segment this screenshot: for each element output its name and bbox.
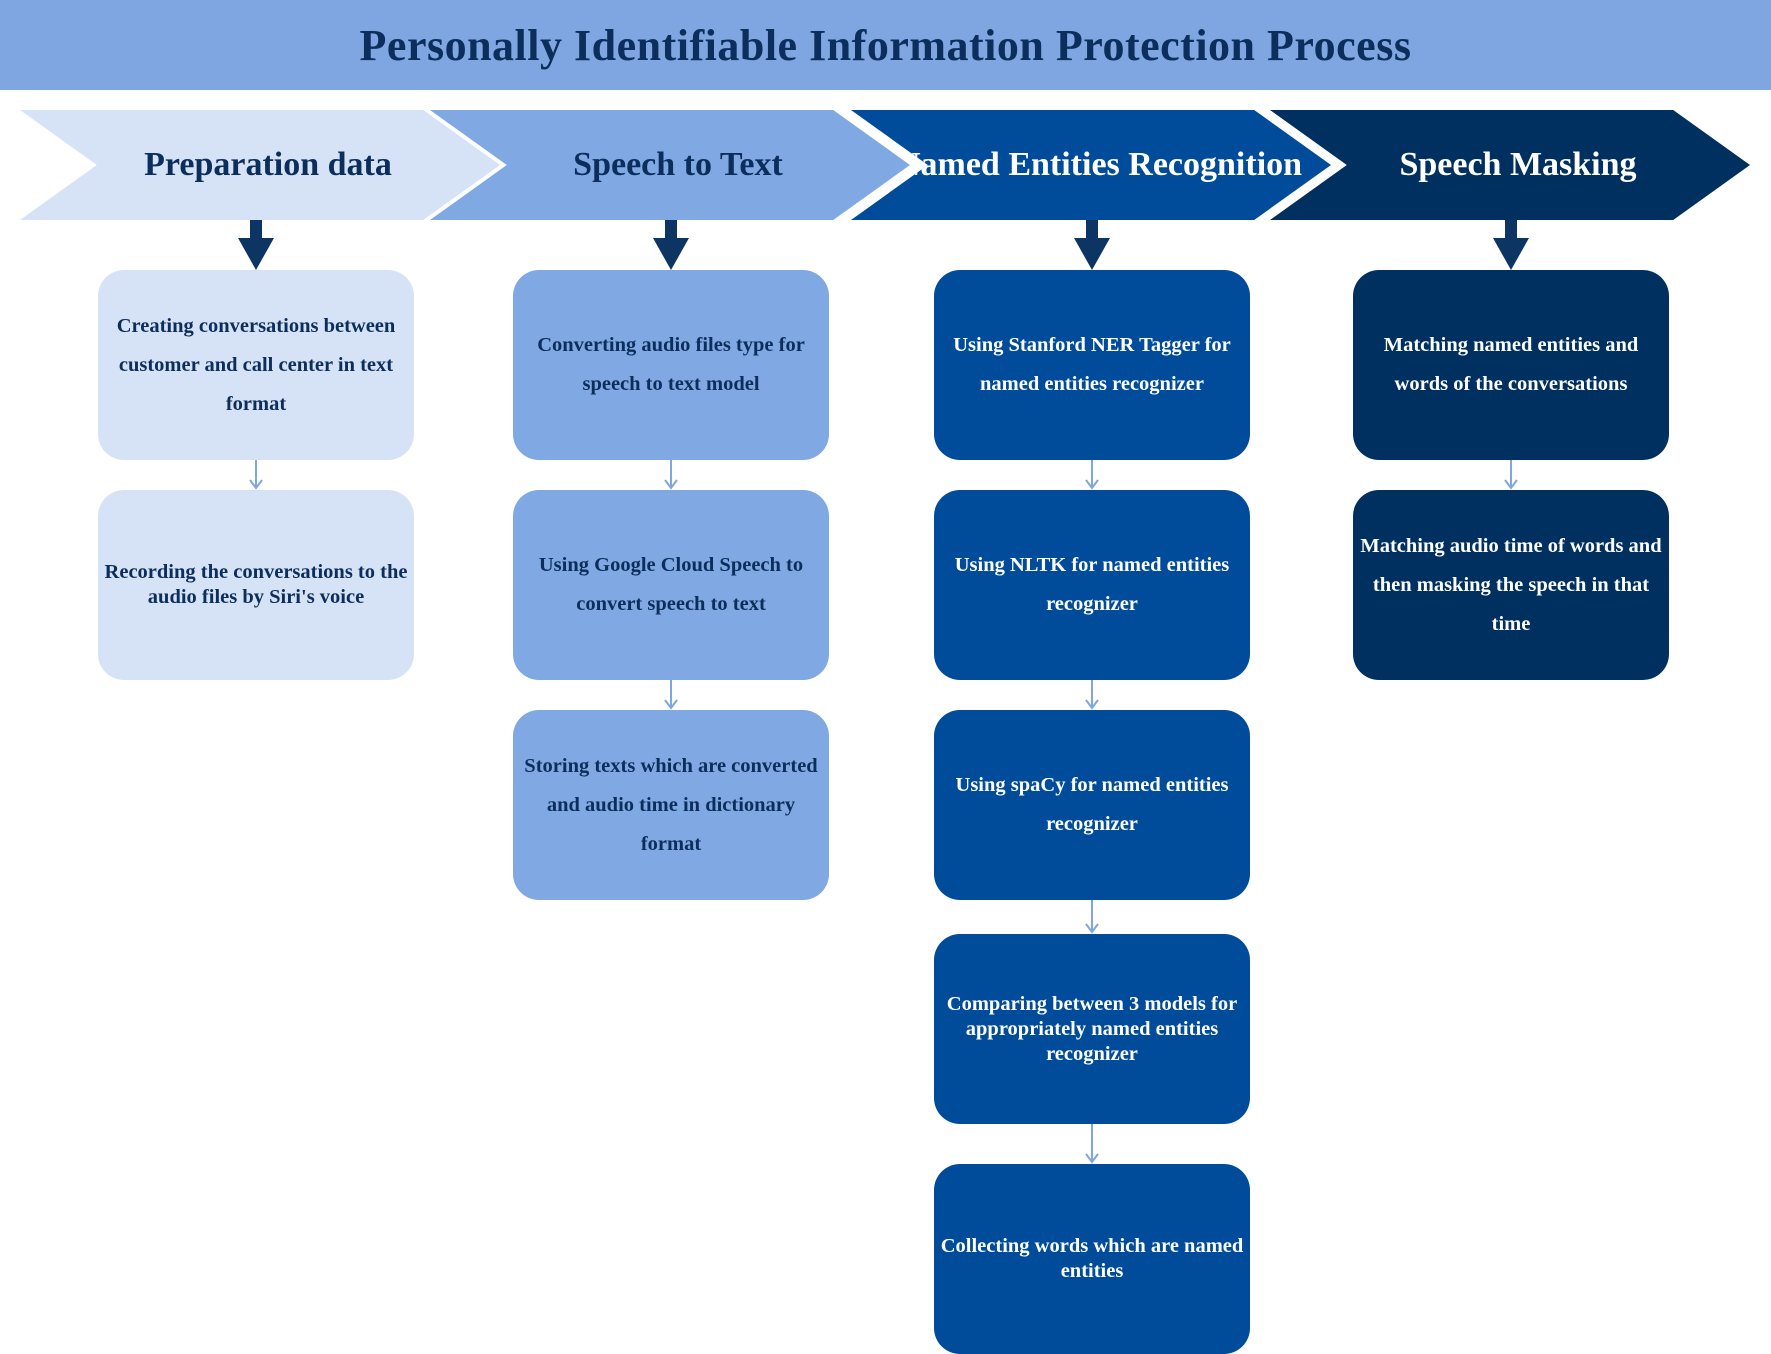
step-text: Storing texts which are converted and au… bbox=[524, 754, 818, 855]
connector-arrow-icon bbox=[1085, 680, 1099, 710]
step-box: Matching audio time of words and then ma… bbox=[1353, 490, 1669, 680]
stage-title: Speech to Text bbox=[573, 146, 783, 183]
down-arrow-icon bbox=[653, 220, 689, 270]
diagram-title: Personally Identifiable Information Prot… bbox=[359, 20, 1412, 70]
down-arrow-icon bbox=[1493, 220, 1529, 270]
connector-arrow-icon bbox=[1504, 460, 1518, 490]
step-box: Using spaCy for named entities recognize… bbox=[934, 710, 1250, 900]
stage-chevron-speech-to-text: Speech to Text bbox=[430, 110, 910, 220]
step-box: Using Google Cloud Speech to convert spe… bbox=[513, 490, 829, 680]
step-box: Comparing between 3 models for appropria… bbox=[934, 934, 1250, 1124]
connector-arrow-icon bbox=[1085, 900, 1099, 934]
step-text: Matching audio time of words and then ma… bbox=[1360, 534, 1662, 635]
step-box: Creating conversations between customer … bbox=[98, 270, 414, 460]
stage-chevron-speech-masking: Speech Masking bbox=[1270, 110, 1750, 220]
stage-chevron-preparation: Preparation data bbox=[20, 110, 500, 220]
step-text: Collecting words which are named entitie… bbox=[940, 1235, 1244, 1282]
step-text: Using spaCy for named entities recognize… bbox=[955, 774, 1229, 835]
connector-arrow-icon bbox=[664, 680, 678, 710]
connector-arrow-icon bbox=[1085, 1124, 1099, 1164]
step-text: Matching named entities and words of the… bbox=[1383, 334, 1639, 395]
stage-title: Preparation data bbox=[144, 146, 392, 183]
step-box: Converting audio files type for speech t… bbox=[513, 270, 829, 460]
step-text: Using NLTK for named entities recognizer bbox=[954, 554, 1230, 615]
step-text: Comparing between 3 models for appropria… bbox=[946, 992, 1238, 1065]
step-box: Using NLTK for named entities recognizer bbox=[934, 490, 1250, 680]
step-box: Using Stanford NER Tagger for named enti… bbox=[934, 270, 1250, 460]
step-box: Matching named entities and words of the… bbox=[1353, 270, 1669, 460]
step-box: Recording the conversations to the audio… bbox=[98, 490, 414, 680]
down-arrow-icon bbox=[1074, 220, 1110, 270]
down-arrow-icon bbox=[238, 220, 274, 270]
step-text: Recording the conversations to the audio… bbox=[104, 561, 408, 608]
step-box: Storing texts which are converted and au… bbox=[513, 710, 829, 900]
connector-arrow-icon bbox=[249, 460, 263, 490]
step-box: Collecting words which are named entitie… bbox=[934, 1164, 1250, 1354]
connector-arrow-icon bbox=[664, 460, 678, 490]
step-text: Converting audio files type for speech t… bbox=[537, 334, 805, 395]
stage-title: Named Entities Recognition bbox=[895, 146, 1303, 183]
step-text: Creating conversations between customer … bbox=[116, 314, 396, 415]
stage-title: Speech Masking bbox=[1399, 146, 1637, 183]
step-text: Using Stanford NER Tagger for named enti… bbox=[953, 334, 1231, 395]
connector-arrow-icon bbox=[1085, 460, 1099, 490]
title-banner: Personally Identifiable Information Prot… bbox=[0, 0, 1771, 90]
step-text: Using Google Cloud Speech to convert spe… bbox=[538, 554, 804, 615]
stage-chevron-ner: Named Entities Recognition bbox=[851, 110, 1331, 220]
